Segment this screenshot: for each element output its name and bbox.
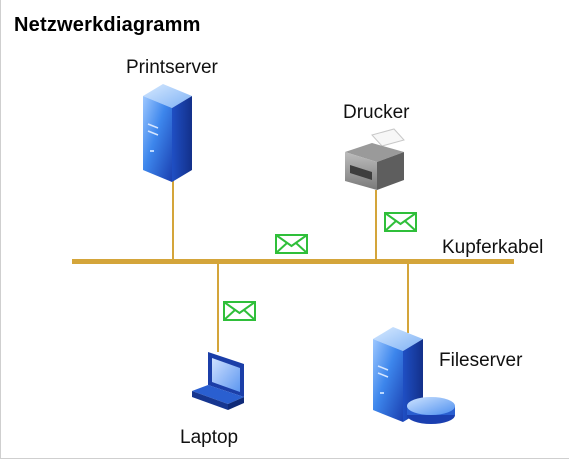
diagram-title: Netzwerkdiagramm — [14, 14, 201, 36]
envelope-icon — [384, 212, 417, 232]
drucker-label: Drucker — [343, 102, 410, 123]
laptop-label: Laptop — [180, 427, 239, 448]
envelope-icon — [275, 234, 308, 254]
database-disk-icon — [407, 397, 455, 424]
envelope-icon — [223, 301, 256, 321]
bus-label: Kupferkabel — [442, 237, 544, 258]
drop-lines — [172, 173, 409, 352]
printserver-icon — [143, 84, 192, 182]
copper-cable-bus — [72, 259, 514, 264]
fileserver-icon — [373, 327, 455, 424]
fileserver-label: Fileserver — [439, 350, 523, 371]
laptop-icon — [192, 352, 244, 410]
packet-envelopes — [223, 212, 417, 321]
printer-icon — [345, 128, 405, 190]
printserver-label: Printserver — [126, 57, 218, 78]
